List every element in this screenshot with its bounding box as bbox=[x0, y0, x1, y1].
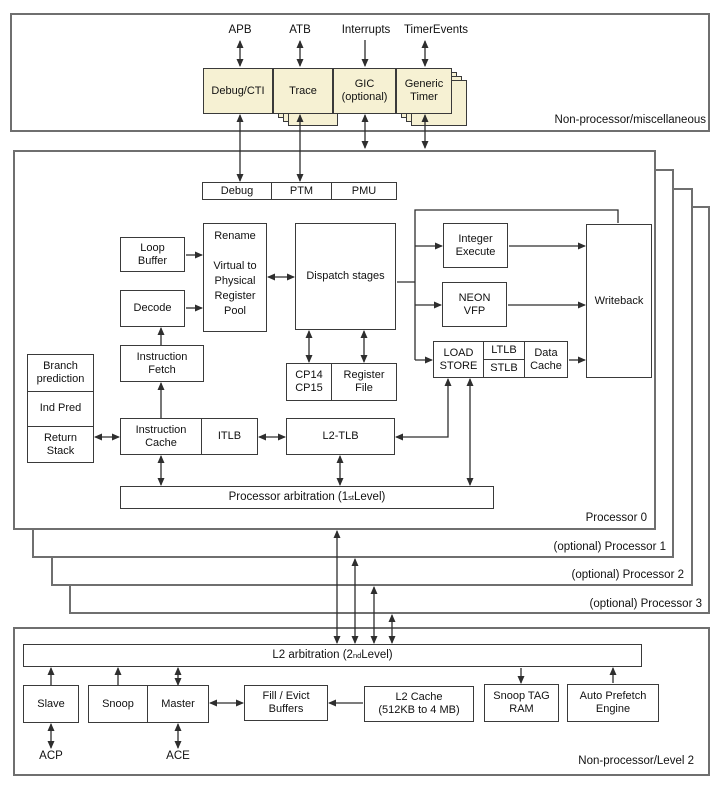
block-data-cache: Data Cache bbox=[524, 341, 568, 378]
block-pmu: PMU bbox=[331, 182, 397, 200]
cell-ltlb: LTLB bbox=[491, 343, 517, 356]
block-branch-prediction-column: Branch prediction Ind Pred Return Stack bbox=[27, 354, 94, 463]
cell-ind-pred: Ind Pred bbox=[28, 390, 93, 427]
block-ltlb-stlb-column: LTLB STLB bbox=[483, 341, 525, 378]
block-instruction-fetch: Instruction Fetch bbox=[120, 345, 204, 382]
block-snoop-tag-ram: Snoop TAG RAM bbox=[484, 684, 559, 722]
block-l2-cache: L2 Cache (512KB to 4 MB) bbox=[364, 686, 474, 722]
acp-port-label: ACP bbox=[39, 750, 63, 762]
block-debug: Debug bbox=[202, 182, 272, 200]
cell-stlb: STLB bbox=[484, 358, 524, 377]
processor-3-label: (optional) Processor 3 bbox=[589, 598, 703, 610]
block-master: Master bbox=[147, 685, 209, 723]
block-cp14-cp15: CP14 CP15 bbox=[286, 363, 332, 401]
block-itlb: ITLB bbox=[201, 418, 258, 455]
block-loop-buffer: Loop Buffer bbox=[120, 237, 185, 272]
atb-port-label: ATB bbox=[289, 24, 311, 36]
block-register-file: Register File bbox=[331, 363, 397, 401]
block-rename: Rename Virtual to Physical Register Pool bbox=[203, 223, 267, 332]
block-snoop: Snoop bbox=[88, 685, 148, 723]
cell-branch-prediction: Branch prediction bbox=[36, 359, 85, 385]
block-trace: Trace bbox=[273, 68, 333, 114]
block-writeback: Writeback bbox=[586, 224, 652, 378]
processor-0-label: Processor 0 bbox=[585, 512, 647, 524]
block-gic: GIC (optional) bbox=[333, 68, 396, 114]
cell-return-stack: Return Stack bbox=[28, 426, 93, 462]
block-instruction-cache: Instruction Cache bbox=[120, 418, 202, 455]
top-section-label: Non-processor/miscellaneous bbox=[554, 114, 706, 126]
block-decode: Decode bbox=[120, 290, 185, 327]
interrupts-port-label: Interrupts bbox=[341, 24, 391, 36]
processor-arbitration-text-suffix: Level) bbox=[354, 491, 386, 503]
ace-port-label: ACE bbox=[166, 750, 190, 762]
block-debug-cti: Debug/CTI bbox=[203, 68, 273, 114]
block-ptm: PTM bbox=[271, 182, 332, 200]
block-integer-execute: Integer Execute bbox=[443, 223, 508, 268]
l2-arbitration-text-suffix: Level) bbox=[361, 649, 393, 661]
block-load-store: LOAD STORE bbox=[433, 341, 484, 378]
processor-2-label: (optional) Processor 2 bbox=[571, 569, 685, 581]
block-dispatch-stages: Dispatch stages bbox=[295, 223, 396, 330]
l2-section-label: Non-processor/Level 2 bbox=[578, 755, 694, 767]
l2-arbitration-text: L2 arbitration (2 bbox=[272, 649, 353, 661]
processor-0-box bbox=[13, 150, 656, 530]
block-l2-tlb: L2-TLB bbox=[286, 418, 395, 455]
block-fill-evict-buffers: Fill / Evict Buffers bbox=[244, 685, 328, 721]
processor-arbitration-text: Processor arbitration (1 bbox=[228, 491, 349, 503]
processor-1-label: (optional) Processor 1 bbox=[553, 541, 667, 553]
block-slave: Slave bbox=[23, 685, 79, 723]
timer-events-port-label: TimerEvents bbox=[403, 24, 469, 36]
apb-port-label: APB bbox=[228, 24, 252, 36]
block-generic-timer: Generic Timer bbox=[396, 68, 452, 114]
block-neon-vfp: NEON VFP bbox=[442, 282, 507, 327]
block-auto-prefetch-engine: Auto Prefetch Engine bbox=[567, 684, 659, 722]
